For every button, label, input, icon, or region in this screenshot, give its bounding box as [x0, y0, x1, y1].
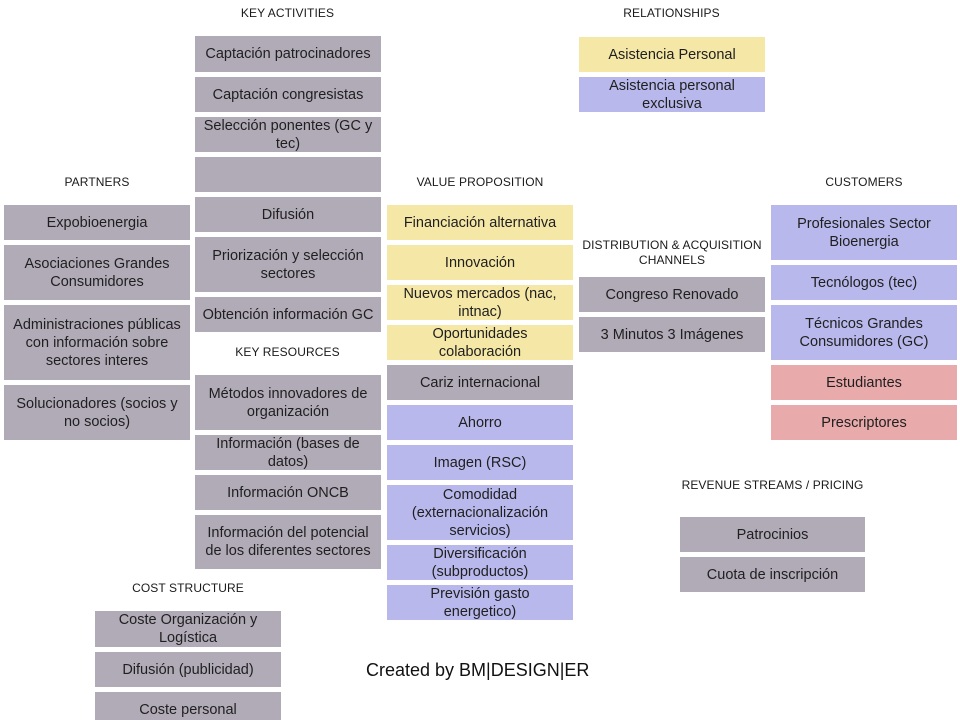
key-activity-card: Selección ponentes (GC y tec) — [195, 117, 381, 152]
key-resources-header: KEY RESOURCES — [235, 345, 340, 359]
value-proposition-card: Comodidad (externacionalización servicio… — [387, 485, 573, 540]
relationship-card: Asistencia personal exclusiva — [579, 77, 765, 112]
customer-card: Profesionales Sector Bioenergia — [771, 205, 957, 260]
key-resource-card: Información ONCB — [195, 475, 381, 510]
cost-structure-header: COST STRUCTURE — [132, 581, 244, 595]
partner-card: Expobioenergia — [4, 205, 190, 240]
key-resource-card: Información (bases de datos) — [195, 435, 381, 470]
key-resource-card: Métodos innovadores de organización — [195, 375, 381, 430]
key-activity-card: Priorización y selección sectores — [195, 237, 381, 292]
key-activity-card: Difusión — [195, 197, 381, 232]
value-proposition-card: Diversificación (subproductos) — [387, 545, 573, 580]
partner-card: Asociaciones Grandes Consumidores — [4, 245, 190, 300]
value-proposition-card: Oportunidades colaboración — [387, 325, 573, 360]
revenue-card: Cuota de inscripción — [680, 557, 865, 592]
customer-card: Tecnólogos (tec) — [771, 265, 957, 300]
partners-header: PARTNERS — [64, 175, 130, 189]
credit-text: Created by BM|DESIGN|ER — [366, 660, 590, 680]
value-proposition-card: Imagen (RSC) — [387, 445, 573, 480]
customer-card: Técnicos Grandes Consumidores (GC) — [771, 305, 957, 360]
partner-card: Administraciones públicas con informació… — [4, 305, 190, 380]
customer-card: Prescriptores — [771, 405, 957, 440]
revenue-card: Patrocinios — [680, 517, 865, 552]
distribution-header: DISTRIBUTION & ACQUISITION CHANNELS — [582, 238, 762, 267]
key-activity-card: Captación congresistas — [195, 77, 381, 112]
key-activity-card: Obtención información GC — [195, 297, 381, 332]
value-proposition-header: VALUE PROPOSITION — [416, 175, 544, 189]
relationship-card: Asistencia Personal — [579, 37, 765, 72]
channel-card: Congreso Renovado — [579, 277, 765, 312]
partner-card: Solucionadores (socios y no socios) — [4, 385, 190, 440]
cost-card: Difusión (publicidad) — [95, 652, 281, 687]
value-proposition-card: Nuevos mercados (nac, intnac) — [387, 285, 573, 320]
customer-card: Estudiantes — [771, 365, 957, 400]
value-proposition-card: Innovación — [387, 245, 573, 280]
cost-card: Coste Organización y Logística — [95, 611, 281, 647]
key-resource-card: Información del potencial de los diferen… — [195, 515, 381, 569]
key-activity-card-empty — [195, 157, 381, 192]
value-proposition-card: Financiación alternativa — [387, 205, 573, 240]
value-proposition-card: Previsión gasto energetico) — [387, 585, 573, 620]
channel-card: 3 Minutos 3 Imágenes — [579, 317, 765, 352]
customers-header: CUSTOMERS — [825, 175, 903, 189]
value-proposition-card: Cariz internacional — [387, 365, 573, 400]
relationships-header: RELATIONSHIPS — [623, 6, 720, 20]
value-proposition-card: Ahorro — [387, 405, 573, 440]
key-activity-card: Captación patrocinadores — [195, 36, 381, 72]
key-activities-header: KEY ACTIVITIES — [240, 6, 335, 20]
revenue-header: REVENUE STREAMS / PRICING — [681, 478, 864, 492]
cost-card: Coste personal — [95, 692, 281, 720]
